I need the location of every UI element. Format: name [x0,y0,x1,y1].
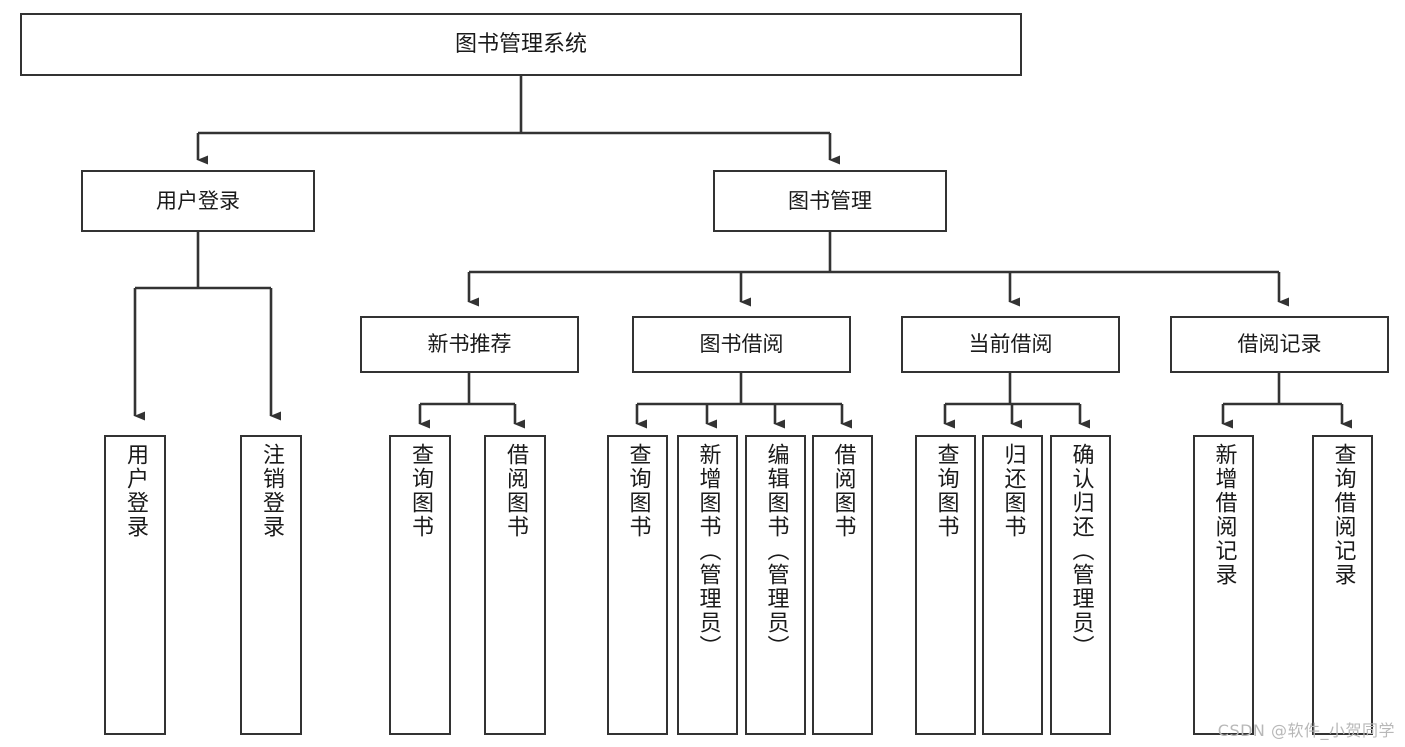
node-leaf-borrow-book-2[interactable]: 借阅图书 [812,435,873,735]
node-leaf-add-book-label: 新增图书（管理员） [695,443,721,659]
node-leaf-edit-book-label: 编辑图书（管理员） [763,443,789,659]
node-leaf-add-record-label: 新增借阅记录 [1211,443,1237,587]
node-user-login-label: 用户登录 [156,188,240,213]
node-leaf-query-book-2-label: 查询图书 [625,443,651,539]
node-leaf-borrow-book-1-label: 借阅图书 [503,443,528,539]
node-leaf-user-login[interactable]: 用户登录 [104,435,166,735]
node-leaf-user-login-label: 用户登录 [123,443,148,539]
node-leaf-query-book-3[interactable]: 查询图书 [915,435,976,735]
node-new-book-rec-label: 新书推荐 [427,332,512,357]
node-leaf-query-book-1-label: 查询图书 [408,443,433,539]
node-leaf-query-book-2[interactable]: 查询图书 [607,435,668,735]
node-book-borrow[interactable]: 图书借阅 [632,316,851,373]
node-leaf-add-record[interactable]: 新增借阅记录 [1193,435,1254,735]
node-leaf-query-book-3-label: 查询图书 [933,443,959,539]
node-book-borrow-label: 图书借阅 [699,332,784,357]
node-borrow-record[interactable]: 借阅记录 [1170,316,1389,373]
node-leaf-logout-label: 注销登录 [259,443,284,539]
node-book-manage-label: 图书管理 [788,188,872,213]
node-leaf-return-book[interactable]: 归还图书 [982,435,1043,735]
node-book-manage[interactable]: 图书管理 [713,170,947,232]
node-leaf-return-book-label: 归还图书 [1000,443,1026,539]
node-leaf-confirm-return[interactable]: 确认归还（管理员） [1050,435,1111,735]
node-leaf-query-record[interactable]: 查询借阅记录 [1312,435,1373,735]
node-leaf-borrow-book-1[interactable]: 借阅图书 [484,435,546,735]
node-new-book-rec[interactable]: 新书推荐 [360,316,579,373]
node-leaf-edit-book[interactable]: 编辑图书（管理员） [745,435,806,735]
node-current-borrow-label: 当前借阅 [968,332,1053,357]
node-leaf-logout[interactable]: 注销登录 [240,435,302,735]
node-root[interactable]: 图书管理系统 [20,13,1022,76]
node-leaf-confirm-return-label: 确认归还（管理员） [1068,443,1094,659]
csdn-watermark: CSDN @软件_小贺同学 [1217,721,1395,740]
node-root-label: 图书管理系统 [454,31,587,57]
node-leaf-borrow-book-2-label: 借阅图书 [830,443,856,539]
node-current-borrow[interactable]: 当前借阅 [901,316,1120,373]
node-leaf-query-record-label: 查询借阅记录 [1330,443,1356,587]
node-leaf-add-book[interactable]: 新增图书（管理员） [677,435,738,735]
node-leaf-query-book-1[interactable]: 查询图书 [389,435,451,735]
node-borrow-record-label: 借阅记录 [1237,332,1322,357]
node-user-login[interactable]: 用户登录 [81,170,315,232]
